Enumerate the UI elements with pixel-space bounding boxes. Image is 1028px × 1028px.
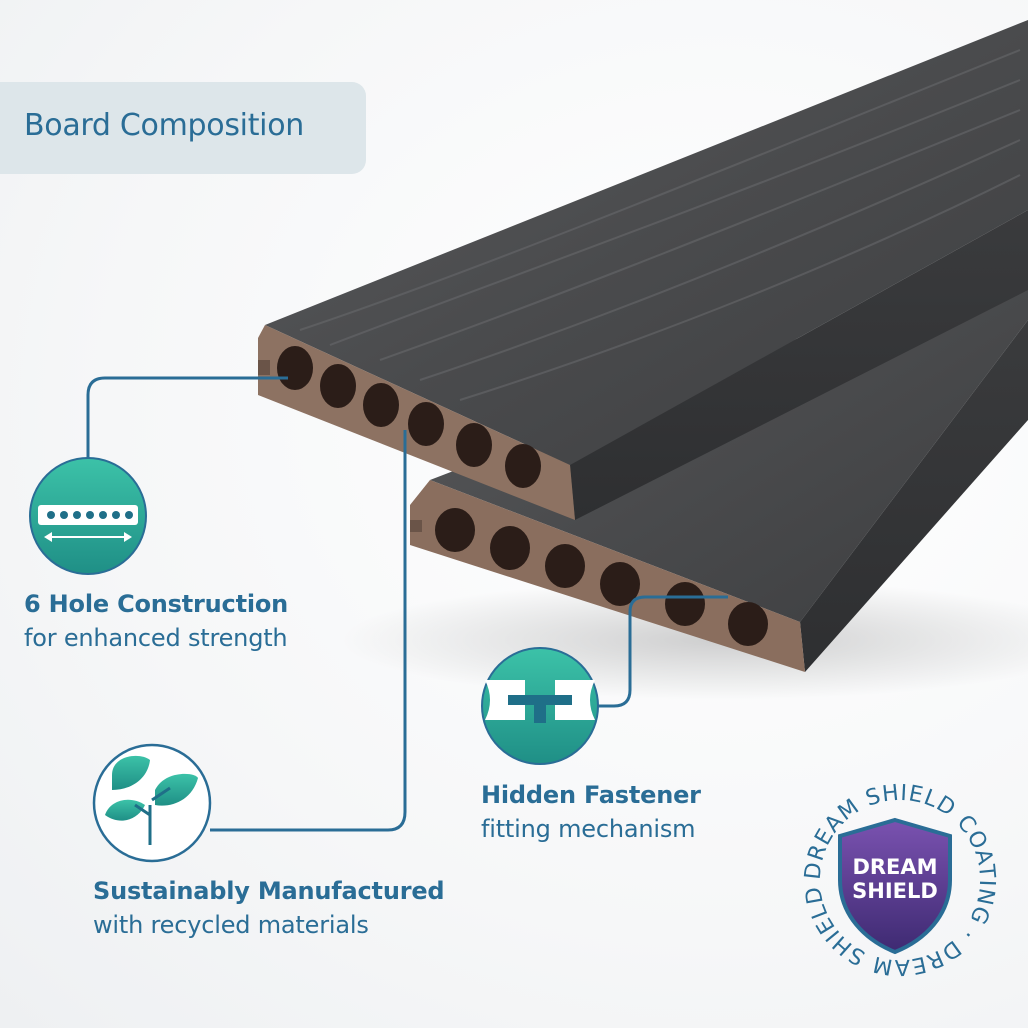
feature-holes: 6 Hole Construction for enhanced strengt… — [24, 590, 288, 652]
feature-holes-subtitle: for enhanced strength — [24, 624, 288, 652]
hollow-board-icon — [29, 457, 147, 575]
page-title: Board Composition — [24, 108, 304, 143]
title-banner: Board Composition — [0, 82, 366, 174]
feature-holes-title: 6 Hole Construction — [24, 590, 289, 618]
clip-fastener-icon — [481, 647, 599, 765]
shield-line2: SHIELD — [852, 879, 938, 903]
shield-line1: DREAM — [852, 855, 937, 879]
leaves-icon — [92, 743, 212, 863]
feature-fastener-subtitle: fitting mechanism — [481, 815, 696, 843]
feature-fastener: Hidden Fastener fitting mechanism — [481, 781, 701, 843]
feature-sustainable: Sustainably Manufactured with recycled m… — [93, 877, 445, 939]
feature-sustainable-title: Sustainably Manufactured — [93, 877, 445, 905]
upper-board — [258, 20, 1028, 520]
callout-lines — [86, 376, 728, 832]
feature-fastener-title: Hidden Fastener — [481, 781, 701, 809]
shield-icon — [838, 817, 952, 955]
feature-sustainable-subtitle: with recycled materials — [93, 911, 369, 939]
